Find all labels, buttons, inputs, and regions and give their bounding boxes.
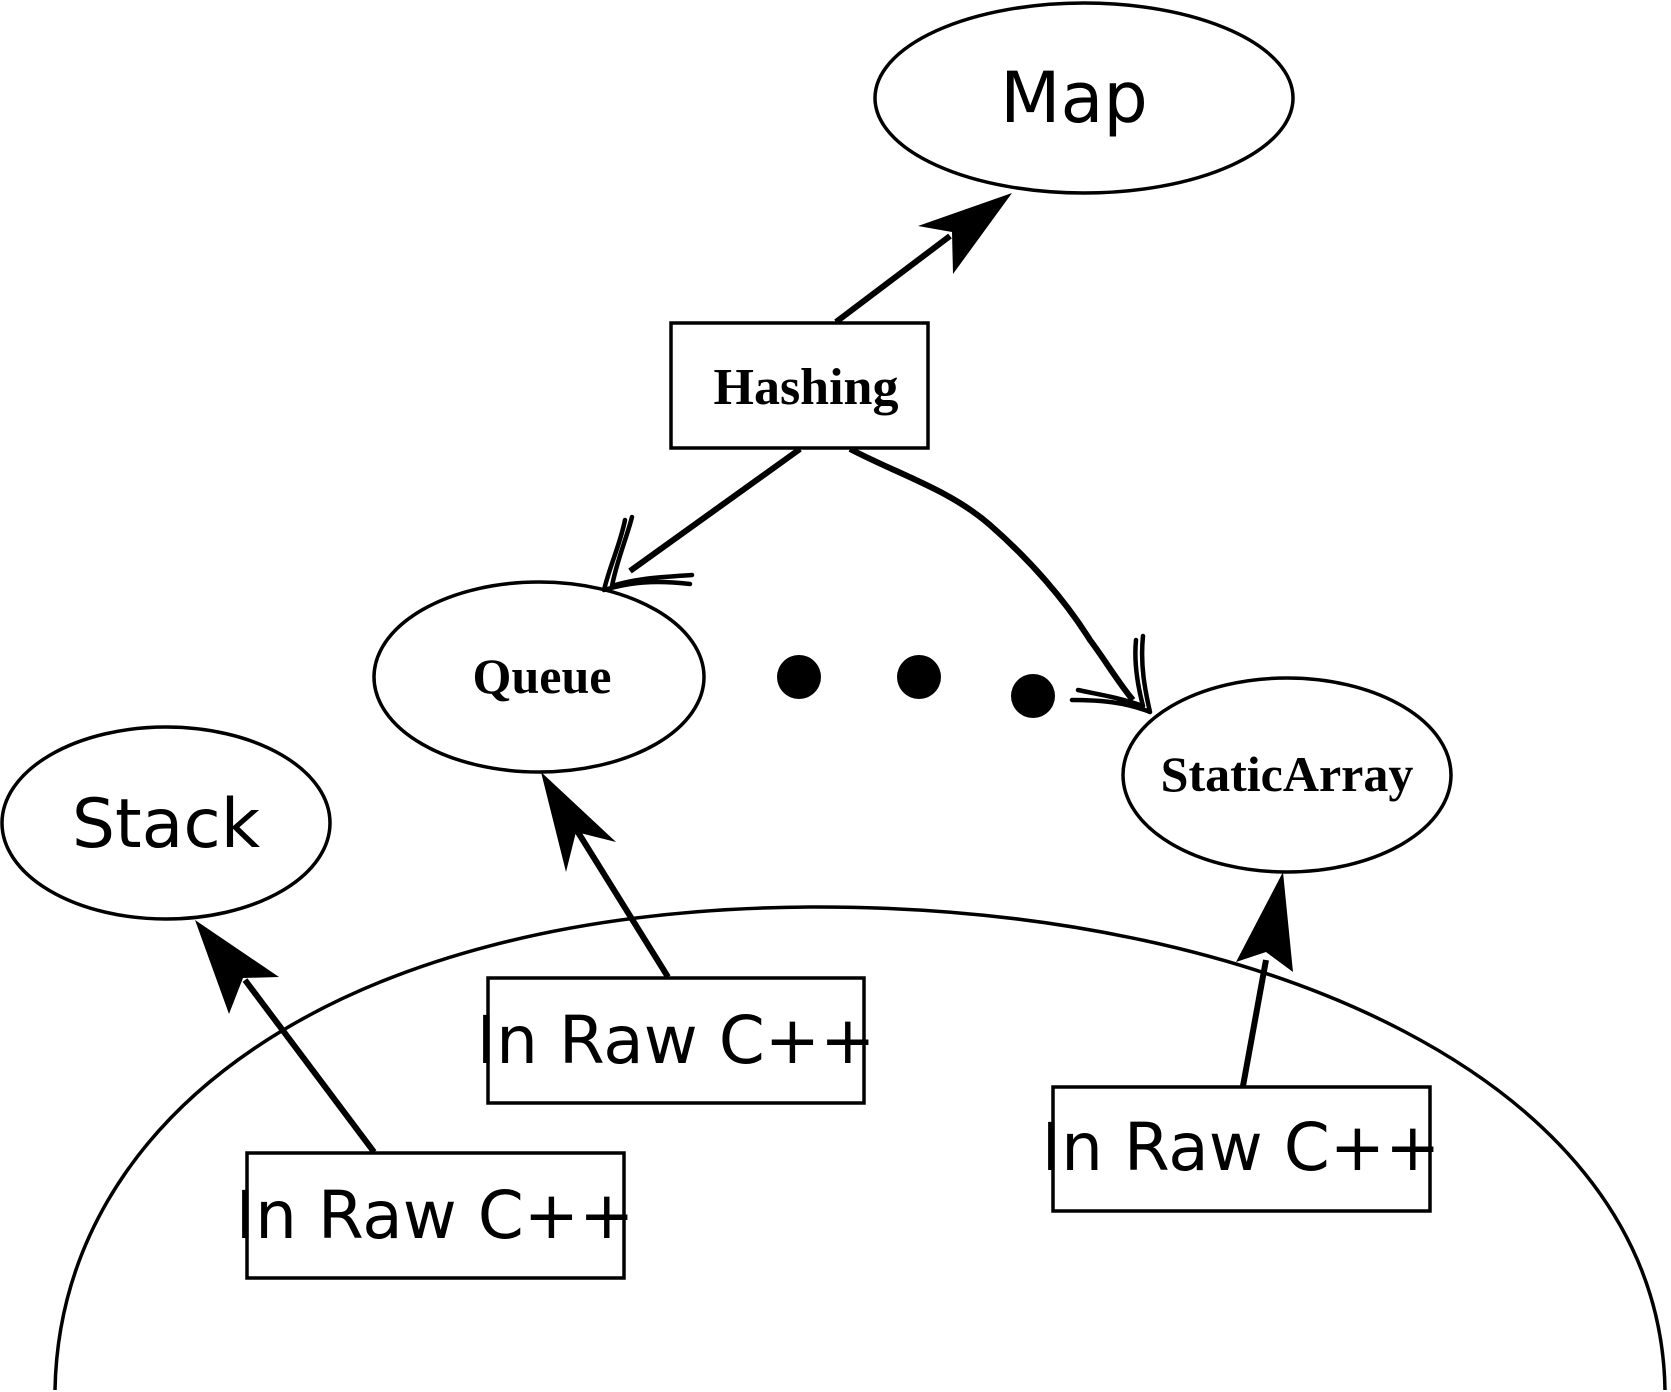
hashing-box: Hashing: [669, 321, 930, 450]
ellipsis-dot: [897, 655, 941, 699]
open-arrowhead-queue-icon: [601, 514, 695, 593]
arrowhead-queue-icon: [541, 772, 616, 872]
stack-label: Stack: [72, 785, 261, 864]
arrowhead-static-array-icon: [1236, 872, 1293, 972]
open-arrowhead-static-array-icon: [1069, 633, 1153, 715]
arrowhead-stack-icon: [195, 920, 279, 1014]
edge-hashing-to-static-array: [848, 446, 1153, 715]
edge-hashing-to-queue: [601, 446, 802, 593]
raw-box-stack: In Raw C++: [236, 1151, 635, 1280]
ellipsis-dots: [777, 655, 1055, 718]
raw-box-static-array: In Raw C++: [1042, 1085, 1441, 1213]
hashing-label: Hashing: [714, 359, 899, 416]
raw-box-queue: In Raw C++: [477, 976, 876, 1105]
ellipsis-dot: [777, 655, 821, 699]
edge-raw-to-stack: [195, 920, 377, 1154]
static-array-label: StaticArray: [1161, 746, 1414, 802]
raw-box-static-array-label: In Raw C++: [1042, 1109, 1441, 1186]
edge-hashing-to-map: [834, 193, 1012, 325]
static-array-node: StaticArray: [1121, 676, 1453, 874]
queue-node: Queue: [372, 580, 706, 774]
queue-label: Queue: [473, 648, 612, 704]
stack-node: Stack: [0, 725, 332, 921]
foundation-arc: [53, 905, 1667, 1391]
map-node: Map: [873, 1, 1295, 195]
arrowhead-map-icon: [918, 193, 1012, 274]
raw-box-queue-label: In Raw C++: [477, 1002, 876, 1079]
ellipsis-dot: [1011, 674, 1055, 718]
edge-raw-to-static-array: [1236, 872, 1293, 1087]
map-label: Map: [1000, 57, 1148, 139]
edge-raw-to-queue: [541, 772, 671, 979]
raw-box-stack-label: In Raw C++: [236, 1177, 635, 1254]
